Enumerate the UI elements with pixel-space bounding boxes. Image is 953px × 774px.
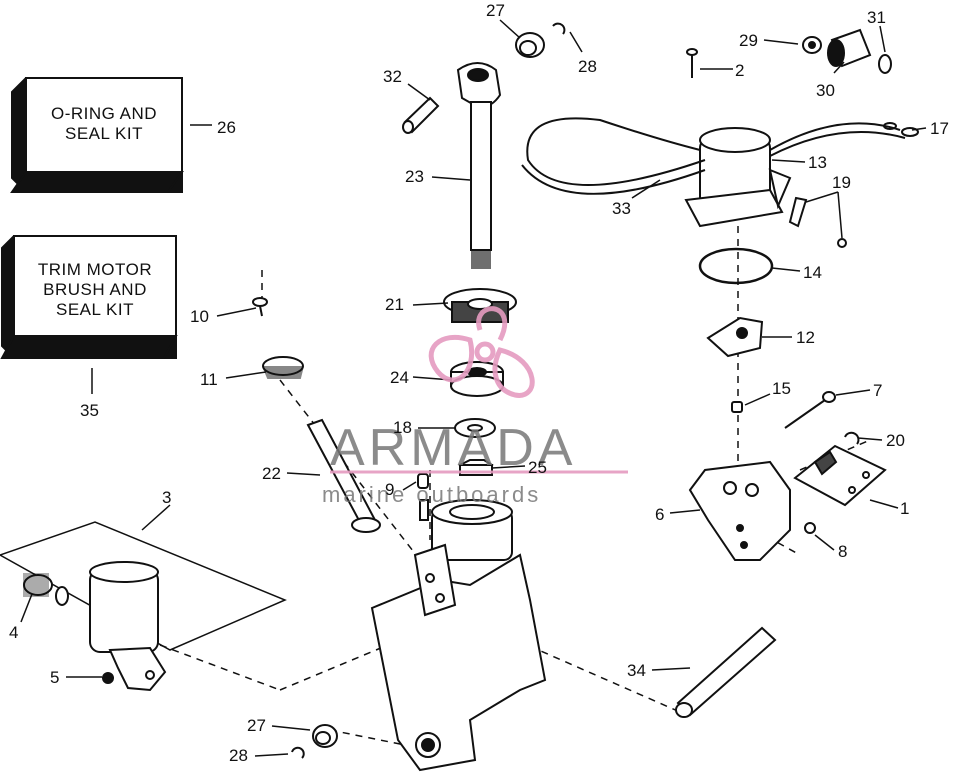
callout-15: 15 bbox=[772, 379, 791, 398]
plug-part-11 bbox=[262, 356, 304, 379]
callout-6: 6 bbox=[655, 505, 664, 524]
callout-22: 22 bbox=[262, 464, 281, 483]
leader-lines bbox=[20, 19, 927, 757]
callout-12: 12 bbox=[796, 328, 815, 347]
piston-rod-part-23 bbox=[456, 62, 502, 269]
oring-part-31 bbox=[878, 54, 892, 74]
callout-28-bottom: 28 bbox=[229, 746, 248, 765]
callout-24: 24 bbox=[390, 368, 409, 387]
valve-part-30 bbox=[827, 28, 872, 68]
callout-25: 25 bbox=[528, 458, 547, 477]
callout-19: 19 bbox=[832, 173, 851, 192]
callout-7: 7 bbox=[873, 381, 882, 400]
pin-part-32 bbox=[402, 96, 440, 134]
callout-9: 9 bbox=[385, 480, 394, 499]
trim-motor-kit-label: TRIM MOTOR BRUSH AND SEAL KIT bbox=[37, 260, 153, 319]
callout-10: 10 bbox=[190, 307, 209, 326]
callout-35: 35 bbox=[80, 401, 99, 420]
callout-32: 32 bbox=[383, 67, 402, 86]
callout-17: 17 bbox=[930, 119, 949, 138]
fitting-part-29 bbox=[802, 36, 822, 54]
clip-part-19 bbox=[788, 196, 847, 248]
callout-34: 34 bbox=[627, 661, 646, 680]
bushing-part-27-bottom bbox=[312, 724, 338, 748]
fitting-part-15 bbox=[731, 401, 743, 413]
screw-part-8 bbox=[804, 522, 816, 534]
callout-28-top: 28 bbox=[578, 57, 597, 76]
pin-part-34 bbox=[675, 626, 777, 718]
valve-part-1 bbox=[793, 444, 887, 507]
callout-27-top: 27 bbox=[486, 1, 505, 20]
pump-part-6 bbox=[688, 460, 791, 561]
callout-33: 33 bbox=[612, 199, 631, 218]
bolt-part-7 bbox=[784, 391, 836, 429]
clip-part-28-bottom bbox=[291, 746, 305, 759]
callout-14: 14 bbox=[803, 263, 822, 282]
callout-30: 30 bbox=[816, 81, 835, 100]
callout-8: 8 bbox=[838, 542, 847, 561]
fitting-part-9 bbox=[417, 473, 429, 521]
callout-21: 21 bbox=[385, 295, 404, 314]
pump-housing bbox=[370, 499, 547, 772]
callout-13: 13 bbox=[808, 153, 827, 172]
oring-part-14 bbox=[698, 247, 774, 285]
bushing-part-27-top bbox=[515, 32, 545, 58]
callout-2: 2 bbox=[735, 61, 744, 80]
clip-part-28-top bbox=[552, 22, 566, 35]
oring-kit-label: O-RING AND SEAL KIT bbox=[50, 104, 158, 143]
callout-26: 26 bbox=[217, 118, 236, 137]
callout-20: 20 bbox=[886, 431, 905, 450]
screw-part-10 bbox=[252, 297, 268, 317]
cover-part-12 bbox=[706, 316, 764, 358]
screw-part-5 bbox=[102, 672, 114, 684]
callout-11: 11 bbox=[200, 370, 218, 389]
callout-4: 4 bbox=[9, 623, 18, 642]
reservoir-part bbox=[89, 561, 167, 692]
callout-3: 3 bbox=[162, 488, 171, 507]
trim-motor-kit-box bbox=[0, 235, 178, 359]
callout-23: 23 bbox=[405, 167, 424, 186]
wire-harness-part-33 bbox=[521, 117, 919, 195]
screw-part-2 bbox=[686, 48, 698, 78]
callout-5: 5 bbox=[50, 668, 59, 687]
callout-31: 31 bbox=[867, 8, 886, 27]
callout-18: 18 bbox=[393, 418, 412, 437]
bushing-part bbox=[23, 573, 69, 606]
callout-29: 29 bbox=[739, 31, 758, 50]
oring-kit-box bbox=[10, 77, 184, 193]
callout-27-bottom: 27 bbox=[247, 716, 266, 735]
callout-1: 1 bbox=[900, 499, 909, 518]
trim-motor-part-13 bbox=[684, 127, 792, 228]
clip-part-20 bbox=[844, 431, 860, 445]
